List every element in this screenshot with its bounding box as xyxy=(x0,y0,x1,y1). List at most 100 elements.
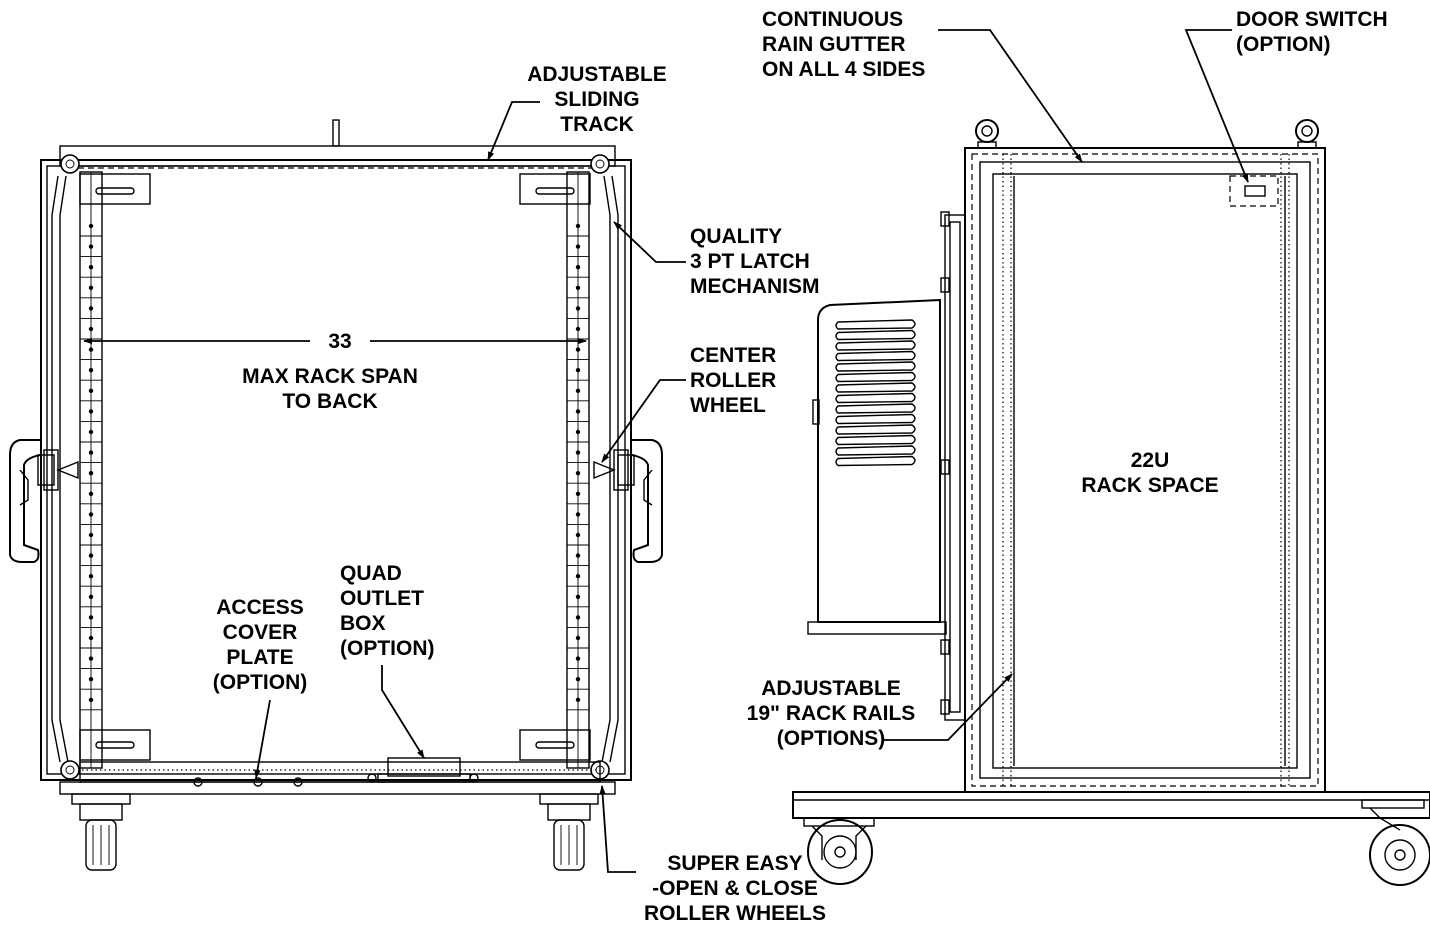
rail-hole xyxy=(88,594,94,599)
rail-hole xyxy=(575,285,581,290)
rail-hole xyxy=(575,677,581,682)
rail-holes xyxy=(80,223,589,711)
access-cover-line-3: PLATE xyxy=(226,646,294,669)
rail-hole xyxy=(88,450,94,455)
front-leaders xyxy=(254,101,686,873)
ac-louver-slat xyxy=(835,340,916,351)
quad-outlet-line-3: BOX xyxy=(340,612,386,635)
rail-hole xyxy=(88,553,94,558)
latch-label: QUALITY 3 PT LATCH MECHANISM xyxy=(690,224,820,299)
rail-hole xyxy=(575,409,581,414)
center-roller-line-2: ROLLER xyxy=(690,369,777,392)
side-leaders xyxy=(884,29,1249,741)
rain-gutter-line-2: RAIN GUTTER xyxy=(762,33,906,56)
span-text-line-2: TO BACK xyxy=(282,390,378,413)
side-cart-base xyxy=(792,791,1430,819)
rail-hole xyxy=(575,450,581,455)
rail-hole xyxy=(575,635,581,641)
ac-louver-slat xyxy=(835,434,916,446)
center-roller-label: CENTER ROLLER WHEEL xyxy=(690,343,776,418)
lifting-eyes xyxy=(975,119,1319,149)
rail-hole xyxy=(575,491,581,496)
rail-hole xyxy=(88,677,94,682)
rail-hole xyxy=(575,615,581,620)
rail-hole xyxy=(88,491,94,496)
ac-louver-slat xyxy=(835,413,916,425)
rail-hole xyxy=(575,574,581,579)
rail-hole xyxy=(575,512,581,517)
rail-hole xyxy=(575,594,581,599)
rail-hole xyxy=(88,285,94,290)
rail-hole xyxy=(88,429,94,435)
left-caster xyxy=(71,793,131,871)
span-text-label: MAX RACK SPAN TO BACK xyxy=(200,364,460,414)
rain-gutter-line-3: ON ALL 4 SIDES xyxy=(762,58,926,81)
ac-louver-slat xyxy=(835,455,916,467)
ac-louver-slat xyxy=(835,329,916,341)
rack-rails-line-1: ADJUSTABLE xyxy=(761,677,901,700)
rail-hole xyxy=(575,553,581,558)
rack-space-line-2: RACK SPACE xyxy=(1081,474,1219,497)
ac-louver-slat xyxy=(835,350,916,362)
ac-unit xyxy=(807,298,947,635)
sliding-track-label: ADJUSTABLE SLIDING TRACK xyxy=(502,62,692,137)
rack-rails-line-2: 19" RACK RAILS xyxy=(746,702,916,725)
rain-gutter-label: CONTINUOUS RAIN GUTTER ON ALL 4 SIDES xyxy=(762,7,925,82)
rack-space-line-1: 22U xyxy=(1130,449,1170,472)
door-switch-label: DOOR SWITCH (OPTION) xyxy=(1236,7,1388,57)
front-view xyxy=(9,101,686,873)
roller-wheels-line-3: ROLLER WHEELS xyxy=(644,902,826,925)
quad-outlet-line-2: OUTLET xyxy=(340,587,424,610)
rail-hole xyxy=(575,471,581,476)
side-view xyxy=(792,29,1430,886)
right-latch-handle xyxy=(593,439,663,563)
rail-hole xyxy=(88,388,94,393)
rail-hole xyxy=(88,347,94,352)
door-switch-line-2: (OPTION) xyxy=(1236,33,1331,56)
rail-hole xyxy=(575,429,581,435)
access-cover-line-2: COVER xyxy=(222,621,298,644)
side-caster-right xyxy=(1361,799,1430,886)
rail-hole xyxy=(575,326,581,332)
rail-hole xyxy=(575,368,581,373)
rail-hole xyxy=(575,306,581,311)
rail-hole xyxy=(575,697,581,702)
rail-hole xyxy=(88,471,94,476)
ac-louvers xyxy=(835,319,916,467)
quad-outlet-line-1: QUAD xyxy=(340,562,402,585)
access-cover-line-1: ACCESS xyxy=(216,596,304,619)
rail-hole xyxy=(88,306,94,311)
rail-hole xyxy=(575,244,581,249)
rail-hole xyxy=(88,615,94,620)
front-outer-frame xyxy=(40,159,632,781)
latch-line-1: QUALITY xyxy=(690,225,783,248)
rain-gutter-line-1: CONTINUOUS xyxy=(762,8,904,31)
roller-wheels-line-2: -OPEN & CLOSE xyxy=(652,877,818,900)
rack-rails-label: ADJUSTABLE 19" RACK RAILS (OPTIONS) xyxy=(726,676,936,751)
rail-hole xyxy=(88,244,94,249)
rail-hole xyxy=(575,223,581,229)
ac-louver-slat xyxy=(835,361,916,372)
ac-louver-slat xyxy=(835,319,916,330)
rail-hole xyxy=(88,326,94,332)
ac-louver-slat xyxy=(835,424,916,435)
rail-hole xyxy=(88,635,94,641)
rail-hole xyxy=(575,388,581,393)
rail-hole xyxy=(88,409,94,414)
rail-hole xyxy=(88,656,94,661)
rack-rails-line-3: (OPTIONS) xyxy=(776,727,886,750)
rail-hole xyxy=(575,347,581,352)
rail-hole xyxy=(88,223,94,229)
corner-rollers xyxy=(60,154,610,780)
door-hinge xyxy=(940,211,966,721)
roller-wheels-line-1: SUPER EASY xyxy=(667,852,803,875)
latch-line-2: 3 PT LATCH xyxy=(690,250,810,273)
rail-hole xyxy=(575,265,581,270)
center-roller-line-3: WHEEL xyxy=(690,394,766,417)
rail-hole xyxy=(575,532,581,538)
rail-hole xyxy=(575,656,581,661)
span-text-line-1: MAX RACK SPAN xyxy=(242,365,418,388)
rail-hole xyxy=(88,512,94,517)
rail-hole xyxy=(88,574,94,579)
